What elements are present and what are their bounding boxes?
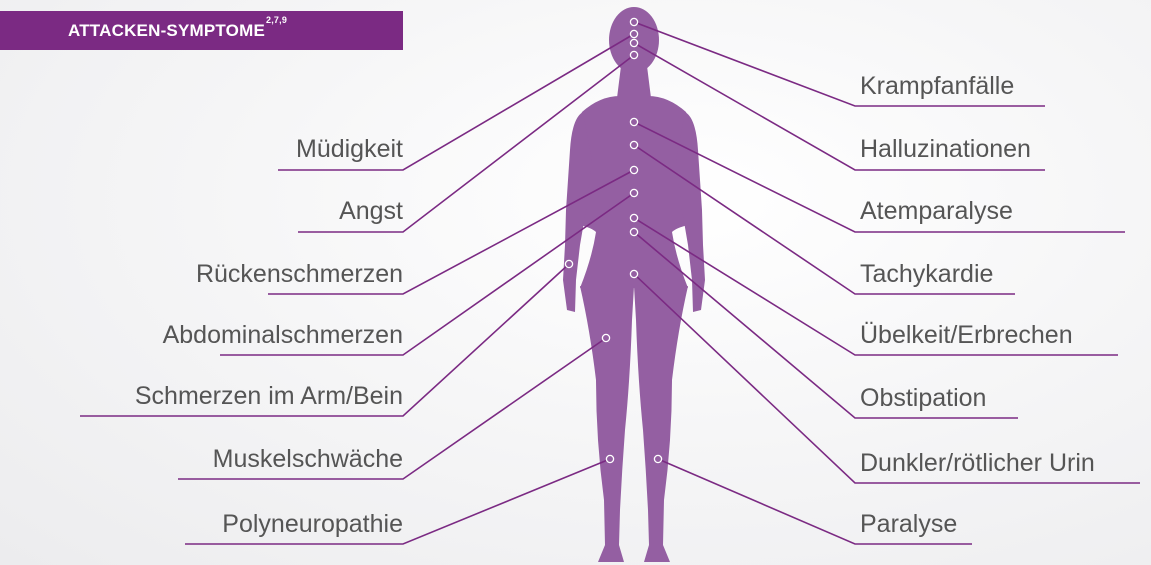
dot-rueckenschmerzen [630, 166, 637, 173]
dot-halluzinationen [630, 39, 637, 46]
label-polyneuropathie: Polyneuropathie [222, 509, 403, 539]
label-krampfanfaelle: Krampfanfälle [860, 71, 1014, 101]
label-angst: Angst [339, 196, 403, 226]
dot-abdominalschmerzen [630, 189, 637, 196]
dot-muskelschwaeche [602, 334, 609, 341]
label-abdominalschmerzen: Abdominalschmerzen [163, 320, 403, 350]
right-leg-shape [634, 286, 688, 562]
neck-shape [617, 66, 651, 98]
label-rueckenschmerzen: Rückenschmerzen [196, 259, 403, 289]
label-obstipation: Obstipation [860, 383, 986, 413]
dot-urin [630, 270, 637, 277]
label-halluzinationen: Halluzinationen [860, 134, 1031, 164]
left-leg-shape [580, 286, 634, 562]
label-urin: Dunkler/rötlicher Urin [860, 448, 1095, 478]
dot-paralyse [654, 455, 661, 462]
label-atemparalyse: Atemparalyse [860, 196, 1013, 226]
dot-obstipation [630, 228, 637, 235]
label-muskelschwaeche: Muskelschwäche [213, 444, 403, 474]
dot-polyneuropathie [606, 455, 613, 462]
label-uebelkeit: Übelkeit/Erbrechen [860, 320, 1073, 350]
dot-uebelkeit [630, 214, 637, 221]
label-tachykardie: Tachykardie [860, 259, 993, 289]
body-silhouette [563, 7, 705, 562]
dot-tachykardie [630, 141, 637, 148]
dot-angst [630, 51, 637, 58]
dot-muedigkeit [630, 30, 637, 37]
label-paralyse: Paralyse [860, 509, 957, 539]
dot-schmerzen-arm-bein [565, 260, 572, 267]
dot-krampfanfaelle [630, 18, 637, 25]
label-muedigkeit: Müdigkeit [296, 134, 403, 164]
dot-atemparalyse [630, 118, 637, 125]
label-schmerzen-arm-bein: Schmerzen im Arm/Bein [135, 381, 403, 411]
